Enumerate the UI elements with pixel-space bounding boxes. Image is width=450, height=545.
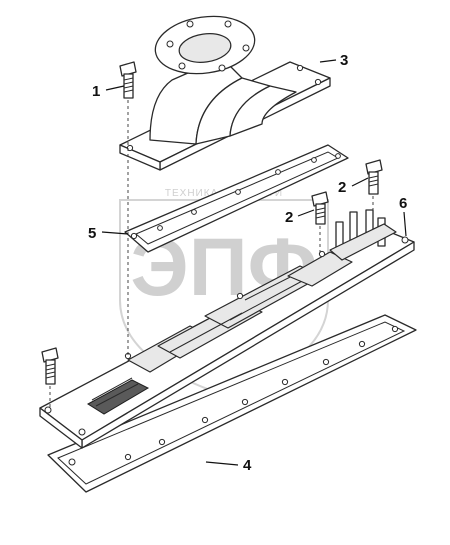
leader-1	[105, 85, 125, 91]
callout-label-5: 5	[88, 225, 96, 242]
leader-4	[205, 461, 239, 466]
leader-2-upper	[351, 177, 369, 187]
lower-gasket	[47, 314, 417, 493]
callout-label-4: 4	[243, 457, 252, 474]
leader-5	[101, 231, 129, 235]
manifold-outlet	[119, 15, 331, 171]
callout-label-2-upper: 2	[338, 179, 346, 196]
bolt-right-lower	[311, 191, 329, 225]
callout-label-2-lower: 2	[285, 209, 293, 226]
leader-2-lower	[297, 209, 315, 217]
upper-gasket	[124, 144, 349, 253]
bolt-right-upper	[365, 159, 383, 195]
callout-label-3: 3	[340, 52, 348, 69]
leader-6	[403, 211, 407, 237]
callout-label-6: 6	[399, 195, 407, 212]
manifold-body	[39, 209, 415, 449]
callout-label-1: 1	[92, 83, 100, 100]
bolt-left	[119, 61, 137, 99]
bolt-left-lower	[41, 347, 59, 385]
leader-3	[319, 59, 337, 63]
